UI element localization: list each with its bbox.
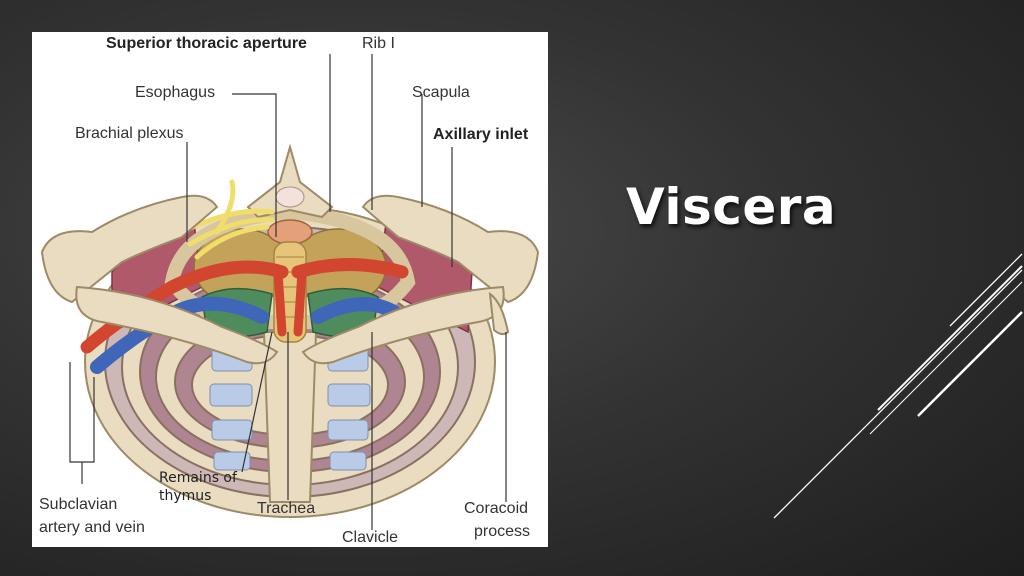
label-coracoid-line2: process: [474, 523, 531, 540]
decorative-lines: [773, 253, 1023, 519]
label-axillary-inlet: Axillary inlet: [433, 126, 529, 143]
label-clavicle: Clavicle: [342, 529, 399, 546]
thoracic-aperture-illustration: [40, 54, 540, 530]
label-trachea: Trachea: [257, 500, 316, 517]
label-coracoid-line1: Coracoid: [464, 500, 529, 517]
shoulder-girdle: [40, 194, 540, 365]
label-superior-thoracic-aperture: Superior thoracic aperture: [106, 35, 307, 52]
label-subclavian-line2: artery and vein: [39, 519, 145, 536]
slide-title: Viscera: [626, 178, 837, 236]
label-subclavian-line1: Subclavian: [39, 496, 118, 513]
label-esophagus: Esophagus: [135, 84, 216, 101]
leader-lines: [69, 54, 507, 530]
label-brachial-plexus: Brachial plexus: [75, 125, 184, 142]
label-thymus-line2: thymus: [159, 488, 212, 504]
anatomy-figure: Superior thoracic aperture Rib I Esophag…: [32, 32, 548, 547]
esophagus-shape: [267, 219, 313, 245]
label-rib-1: Rib I: [362, 35, 395, 52]
subclavian-artery-shape: [80, 260, 289, 354]
label-thymus-line1: Remains of: [159, 470, 237, 486]
label-scapula: Scapula: [412, 84, 470, 101]
vertebra: [246, 143, 334, 219]
